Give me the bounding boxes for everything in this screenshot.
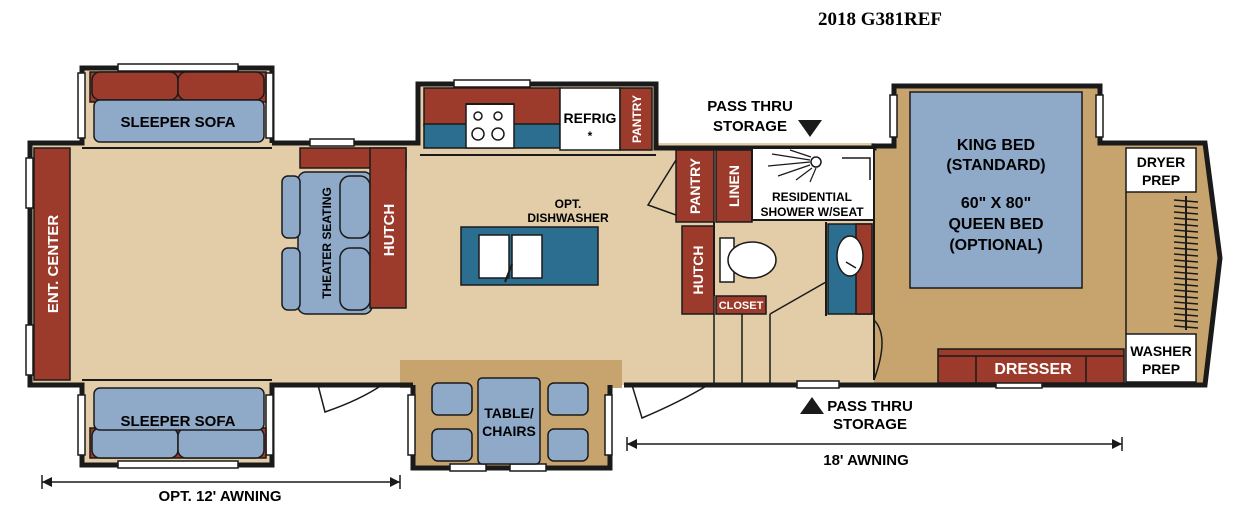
ent-center-label: ENT. CENTER	[45, 215, 62, 314]
awning-right: 18' AWNING	[626, 437, 1123, 469]
washer-prep: WASHER PREP	[1125, 333, 1197, 383]
hall-cabinets: PANTRY LINEN HUTCH CLOSET	[646, 149, 771, 385]
sleeper-sofa-bottom: SLEEPER SOFA	[89, 387, 267, 459]
hanger-mark	[1173, 307, 1199, 311]
hanger-mark	[1173, 265, 1199, 269]
hutch-living: HUTCH	[299, 147, 407, 309]
hanger-mark	[1173, 205, 1199, 209]
shower-label-line1: RESIDENTIAL	[772, 190, 852, 204]
hanger-mark	[1173, 259, 1199, 263]
table-chairs: TABLE/ CHAIRS	[431, 377, 589, 465]
hanger-mark	[1173, 247, 1199, 251]
hanger-mark	[1173, 301, 1199, 305]
pantry-kitchen-label: PANTRY	[630, 95, 644, 143]
bed-label-line1: KING BED	[957, 137, 1035, 154]
kitchen-island: OPT. DISHWASHER	[460, 197, 609, 286]
hanger-mark	[1173, 271, 1199, 275]
dresser: DRESSER	[937, 348, 1125, 384]
hanger-mark	[1173, 199, 1199, 203]
hutch-hall-label: HUTCH	[690, 246, 706, 295]
hutch-living-label: HUTCH	[381, 204, 398, 257]
washer-label-line1: WASHER	[1130, 343, 1191, 359]
pass-thru-top-line1: PASS THRU	[707, 98, 793, 115]
pass-thru-bottom-line1: PASS THRU	[827, 398, 913, 415]
hanger-mark	[1173, 289, 1199, 293]
theater-seating-label: THEATER SEATING	[320, 187, 334, 299]
hanger-mark	[1173, 283, 1199, 287]
hanger-mark	[1173, 253, 1199, 257]
awning-left: OPT. 12' AWNING	[41, 475, 401, 505]
shower-label-line2: SHOWER W/SEAT	[760, 205, 864, 219]
model-title: 2018 G381REF	[818, 9, 942, 30]
bed-label-line2: (STANDARD)	[946, 157, 1045, 174]
dishwasher-label-line2: DISHWASHER	[527, 211, 609, 225]
kitchen-counter	[423, 87, 561, 149]
table-label-line2: CHAIRS	[482, 423, 536, 439]
sleeper-sofa-top: SLEEPER SOFA	[89, 71, 267, 143]
bed-label-line5: (OPTIONAL)	[949, 237, 1042, 254]
hanger-mark	[1173, 325, 1199, 329]
hanger-mark	[1173, 295, 1199, 299]
awning-left-label: OPT. 12' AWNING	[158, 488, 281, 505]
refrig-label: REFRIG	[564, 110, 617, 126]
arrow-up-icon	[800, 397, 824, 414]
hanger-mark	[1173, 217, 1199, 221]
hanger-mark	[1173, 319, 1199, 323]
toilet-icon	[727, 241, 777, 279]
entry-doors	[317, 384, 709, 420]
refrig-note: *	[588, 129, 593, 143]
sleeper-sofa-bottom-label: SLEEPER SOFA	[120, 413, 235, 430]
pass-thru-bottom-line2: STORAGE	[833, 416, 907, 433]
hanger-mark	[1173, 241, 1199, 245]
bed: KING BED (STANDARD) 60" X 80" QUEEN BED …	[909, 91, 1083, 289]
pass-thru-storage-bottom: PASS THRU STORAGE	[800, 397, 913, 433]
washer-label-line2: PREP	[1142, 361, 1180, 377]
dryer-label-line1: DRYER	[1137, 154, 1186, 170]
hanger-mark	[1173, 211, 1199, 215]
sleeper-sofa-top-label: SLEEPER SOFA	[120, 114, 235, 131]
bed-label-line3: 60" X 80"	[961, 195, 1031, 212]
refrigerator: REFRIG *	[559, 87, 621, 151]
hanger-mark	[1173, 223, 1199, 227]
hanger-mark	[1173, 235, 1199, 239]
slideout-edges	[82, 147, 656, 381]
dryer-label-line2: PREP	[1142, 172, 1180, 188]
pantry-hall-label: PANTRY	[687, 157, 703, 214]
hanger-mark	[1173, 229, 1199, 233]
dresser-label: DRESSER	[994, 361, 1072, 378]
pass-thru-top-line2: STORAGE	[713, 118, 787, 135]
pass-thru-storage-top: PASS THRU STORAGE	[707, 98, 822, 137]
linen-label: LINEN	[726, 165, 742, 207]
dryer-prep: DRYER PREP	[1125, 147, 1197, 193]
hanger-mark	[1173, 313, 1199, 317]
sink-icon	[836, 235, 864, 277]
ent-center: ENT. CENTER	[33, 147, 71, 381]
hanger-mark	[1173, 277, 1199, 281]
bathroom: RESIDENTIAL SHOWER W/SEAT	[719, 147, 883, 381]
closet-label: CLOSET	[719, 300, 764, 312]
dishwasher-label-line1: OPT.	[555, 197, 582, 211]
arrow-down-icon	[798, 120, 822, 137]
windows	[25, 63, 1104, 472]
pantry-kitchen: PANTRY	[619, 87, 653, 151]
closet-rod	[1125, 192, 1199, 334]
bed-label-line4: QUEEN BED	[948, 216, 1043, 233]
awning-right-label: 18' AWNING	[823, 452, 909, 469]
table-label-line1: TABLE/	[484, 405, 534, 421]
